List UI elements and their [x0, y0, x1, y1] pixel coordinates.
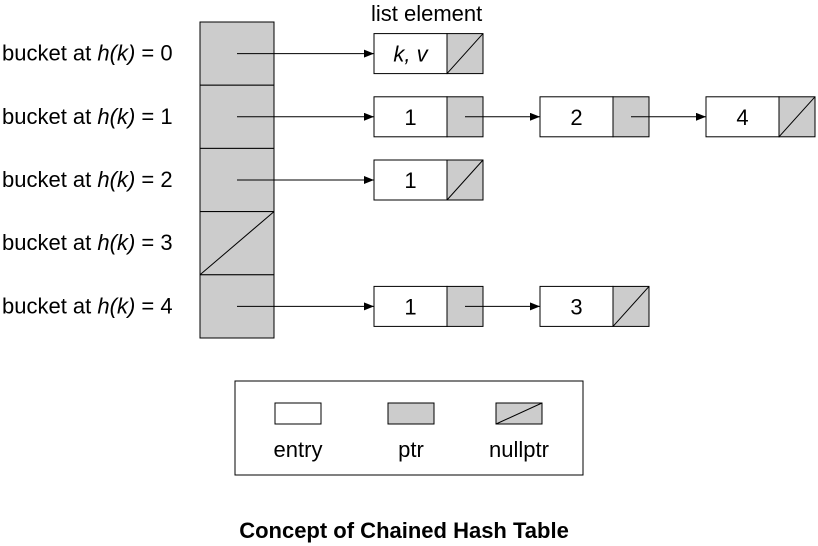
bucket-label-index: = 2 [135, 167, 172, 192]
list-node: 2 [539, 96, 650, 138]
diagram-caption: Concept of Chained Hash Table [239, 518, 569, 543]
list-node: 1 [373, 159, 484, 201]
bucket-label-prefix: bucket at [2, 104, 97, 129]
bucket-label-4: bucket at h(k) = 4 [2, 293, 173, 318]
bucket-label-1: bucket at h(k) = 1 [2, 104, 173, 129]
node-nullptr-diagonal [778, 96, 816, 138]
node-entry-field [705, 96, 780, 138]
bucket-null-diagonal [199, 211, 275, 276]
bucket-label-prefix: bucket at [2, 167, 97, 192]
list-node: 4 [705, 96, 816, 138]
node-value: 1 [404, 294, 416, 319]
bucket-label-index: = 3 [135, 230, 172, 255]
node-entry-field [539, 285, 614, 327]
node-nullptr-diagonal [446, 159, 484, 201]
node-entry-field [373, 159, 448, 201]
bucket-label-index: = 0 [135, 41, 172, 66]
legend: entry ptr nullptr [234, 380, 584, 476]
bucket-label-prefix: bucket at [2, 293, 97, 318]
legend-entry-label: entry [274, 437, 323, 462]
bucket-label-hash-fn: h(k) [97, 104, 135, 129]
legend-ptr-swatch [387, 402, 435, 425]
node-entry-field [539, 96, 614, 138]
bucket-label-index: = 1 [135, 104, 172, 129]
node-value: 1 [404, 168, 416, 193]
bucket-label-3: bucket at h(k) = 3 [2, 230, 173, 255]
bucket-label-hash-fn: h(k) [97, 293, 135, 318]
list-node: k, v [373, 33, 484, 75]
node-entry-field [373, 285, 448, 327]
list-element-label: list element [371, 1, 482, 26]
legend-nullptr-label: nullptr [489, 437, 549, 462]
node-value: 4 [736, 105, 748, 130]
node-value: k, v [393, 42, 429, 67]
node-nullptr-diagonal [612, 286, 650, 327]
list-node: 3 [539, 285, 650, 327]
bucket-label-2: bucket at h(k) = 2 [2, 167, 173, 192]
legend-nullptr-diagonal [495, 402, 543, 425]
bucket-label-index: = 4 [135, 293, 172, 318]
node-nullptr-diagonal [446, 33, 484, 74]
legend-entry-swatch [274, 402, 322, 425]
bucket-label-hash-fn: h(k) [97, 167, 135, 192]
node-entry-field [373, 33, 448, 75]
legend-ptr-label: ptr [398, 437, 424, 462]
bucket-label-hash-fn: h(k) [97, 230, 135, 255]
bucket-label-prefix: bucket at [2, 41, 97, 66]
node-value: 2 [570, 105, 582, 130]
legend-box [234, 380, 584, 476]
bucket-label-hash-fn: h(k) [97, 41, 135, 66]
node-value: 1 [404, 105, 416, 130]
bucket-label-0: bucket at h(k) = 0 [2, 41, 173, 66]
node-value: 3 [570, 294, 582, 319]
bucket-label-prefix: bucket at [2, 230, 97, 255]
